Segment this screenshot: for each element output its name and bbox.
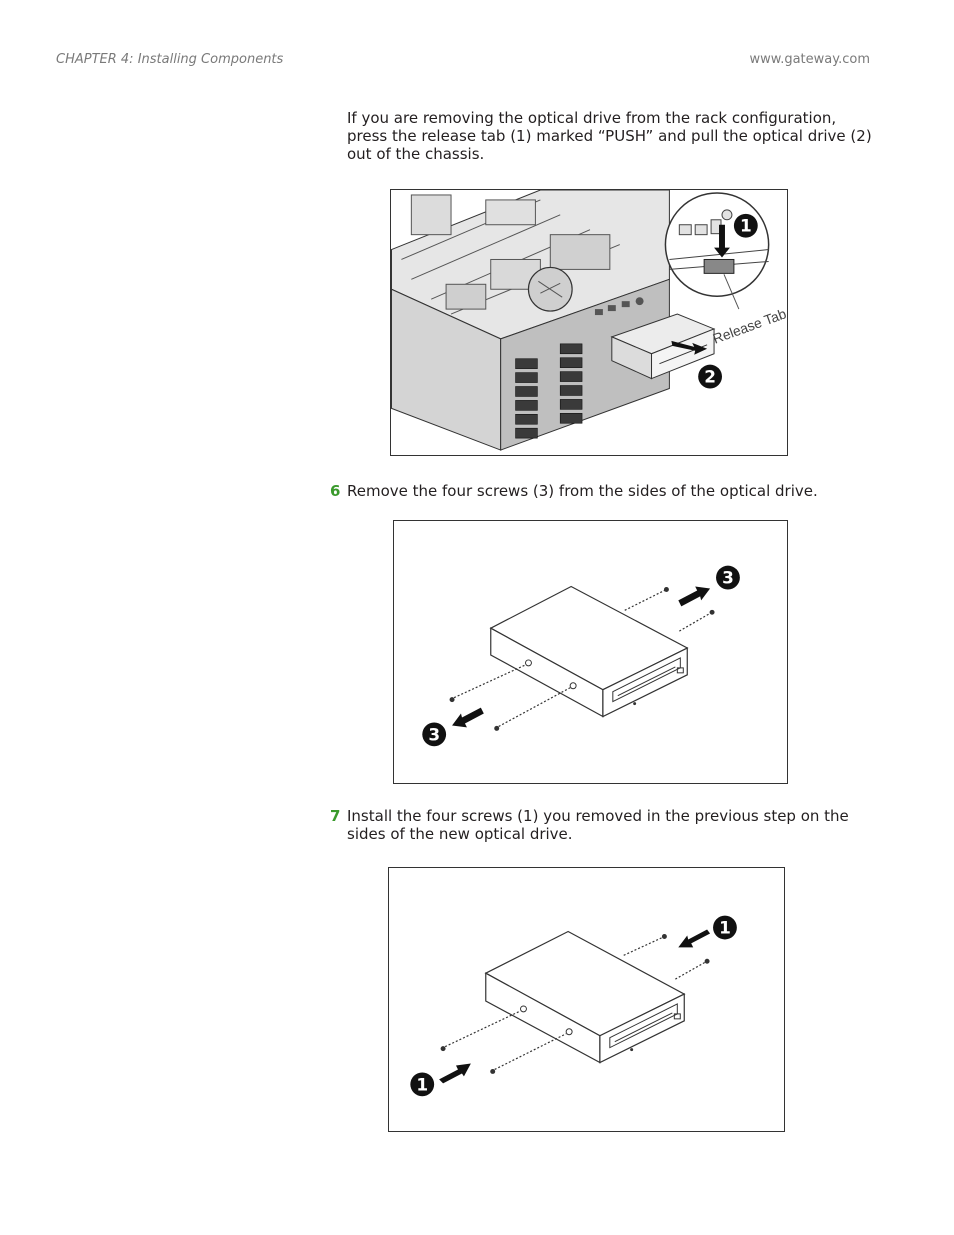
callout-3-bottom-label: 3 (428, 724, 440, 744)
callout-1-bottom-label: 1 (416, 1074, 428, 1094)
running-header-chapter: CHAPTER 4: Installing Components (56, 52, 284, 67)
intro-paragraph: If you are removing the optical drive fr… (347, 109, 872, 163)
callout-1-icon (733, 213, 758, 238)
step-7-number: 7 (330, 807, 341, 825)
figure-remove-screws: 3 3 (393, 520, 788, 784)
callout-3-top-icon (716, 565, 740, 590)
step-7-text: Install the four screws (1) you removed … (347, 807, 849, 843)
chassis-illustration: 1 2 Release Tab (391, 190, 787, 455)
callout-2-label: 2 (704, 367, 716, 387)
step-6-text: Remove the four screws (3) from the side… (347, 482, 818, 500)
optical-drive-install-screws-illustration: 1 1 (389, 868, 784, 1131)
callout-1-bottom-icon (410, 1072, 435, 1097)
callout-3-top-label: 3 (722, 568, 734, 588)
step-6-number: 6 (330, 482, 341, 500)
running-header-website: www.gateway.com (749, 52, 871, 67)
callout-3-bottom-icon (422, 722, 447, 747)
callout-1-label: 1 (740, 216, 752, 236)
optical-drive-remove-screws-illustration: 3 3 (394, 521, 787, 783)
callout-2-icon (698, 364, 722, 389)
callout-1-top-icon (713, 915, 737, 940)
figure-install-screws: 1 1 (388, 867, 785, 1132)
figure-chassis-release-tab: 1 2 Release Tab (390, 189, 788, 456)
callout-1-top-label: 1 (719, 918, 731, 938)
